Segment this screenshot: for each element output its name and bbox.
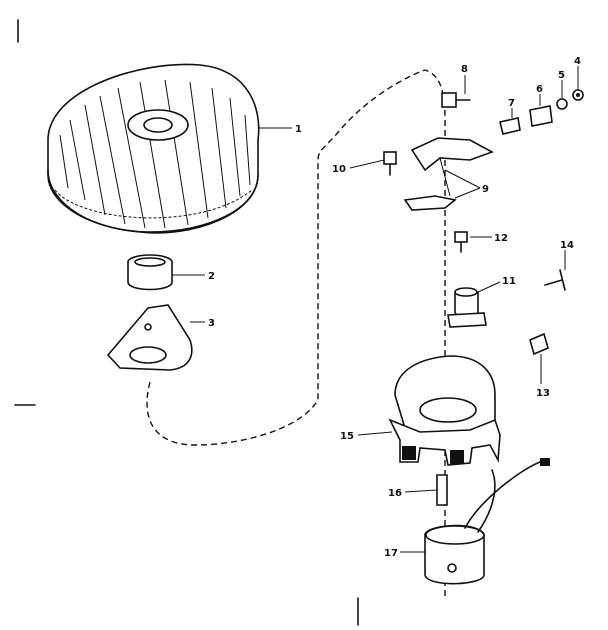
screw-left-icon bbox=[383, 151, 397, 176]
callout-label-13: 13 bbox=[536, 388, 550, 399]
callout-label-3: 3 bbox=[208, 318, 215, 329]
callout-label-16: 16 bbox=[388, 488, 402, 499]
flywheel-icon bbox=[47, 63, 260, 234]
condenser-icon bbox=[447, 287, 487, 328]
gasket-icon bbox=[529, 332, 549, 356]
callout-label-15: 15 bbox=[340, 431, 354, 442]
callout-label-11: 11 bbox=[502, 276, 516, 287]
clip-icon bbox=[499, 105, 553, 135]
pin-icon bbox=[544, 269, 566, 291]
bushing-icon bbox=[127, 254, 173, 291]
nut-icon bbox=[556, 89, 584, 110]
rod-icon bbox=[436, 474, 448, 506]
callout-label-7: 7 bbox=[508, 98, 515, 109]
callout-label-5: 5 bbox=[558, 70, 565, 81]
screw-mid-icon bbox=[454, 231, 468, 253]
callout-label-9: 9 bbox=[482, 184, 489, 195]
callout-label-4: 4 bbox=[574, 56, 581, 67]
callout-label-17: 17 bbox=[384, 548, 398, 559]
screw-top-icon bbox=[441, 92, 471, 108]
housing-icon bbox=[388, 355, 501, 466]
leader-lines bbox=[172, 66, 579, 553]
callout-label-14: 14 bbox=[560, 240, 574, 251]
bracket-icon bbox=[403, 137, 494, 211]
callout-label-10: 10 bbox=[332, 164, 346, 175]
callout-label-2: 2 bbox=[208, 271, 215, 282]
plate-icon bbox=[106, 304, 193, 371]
coil-icon bbox=[424, 458, 550, 585]
assembly-dashed-line bbox=[146, 69, 446, 600]
callout-label-1: 1 bbox=[295, 124, 302, 135]
callout-label-8: 8 bbox=[461, 64, 468, 75]
callout-label-6: 6 bbox=[536, 84, 543, 95]
callout-label-12: 12 bbox=[494, 233, 508, 244]
